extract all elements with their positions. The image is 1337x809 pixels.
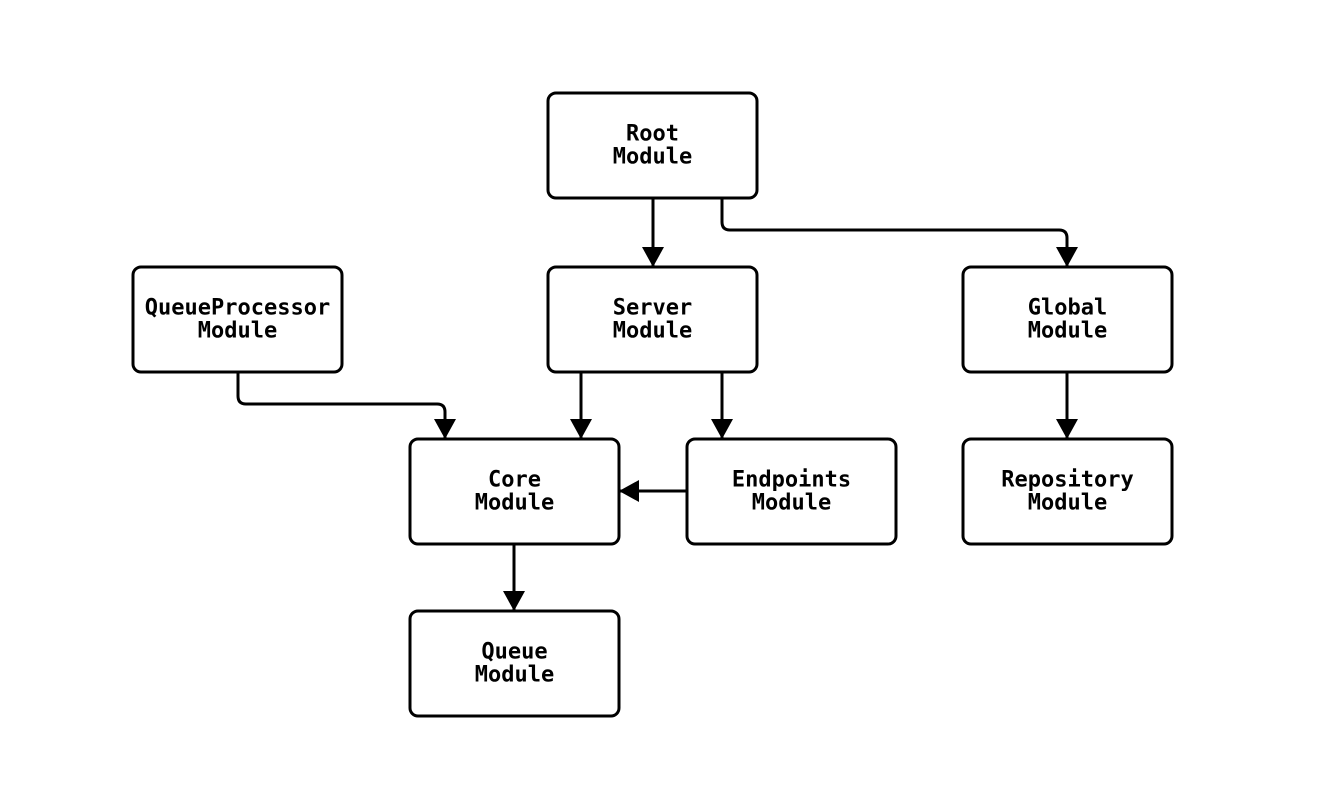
- node-box: [961, 265, 1174, 374]
- node-label-line: Module: [752, 491, 831, 516]
- edge-root-to-global: [720, 198, 1078, 267]
- node-box: [131, 265, 344, 374]
- edges-layer: [236, 198, 1078, 611]
- node-label-line: Global: [1028, 296, 1107, 321]
- node-label-line: Repository: [1001, 468, 1133, 493]
- node-label-line: Endpoints: [732, 468, 851, 493]
- node-box: [408, 609, 621, 718]
- node-label-line: Root: [626, 122, 679, 147]
- node-label-line: Core: [488, 468, 541, 493]
- edge-queueprocessor-to-core: [236, 373, 456, 439]
- node-box: [408, 437, 621, 546]
- node-label-line: Module: [1028, 319, 1107, 344]
- node-label-line: Queue: [481, 640, 547, 665]
- node-label-line: Module: [475, 491, 554, 516]
- node-box: [961, 437, 1174, 546]
- node-label-line: Module: [475, 663, 554, 688]
- node-label-line: Module: [198, 319, 277, 344]
- node-box: [546, 265, 759, 374]
- node-label-line: QueueProcessor: [145, 296, 330, 321]
- node-label-line: Module: [613, 319, 692, 344]
- node-box: [546, 91, 759, 200]
- node-label-line: Module: [613, 145, 692, 170]
- node-box: [685, 437, 898, 546]
- node-label-line: Server: [613, 296, 692, 321]
- node-label-line: Module: [1028, 491, 1107, 516]
